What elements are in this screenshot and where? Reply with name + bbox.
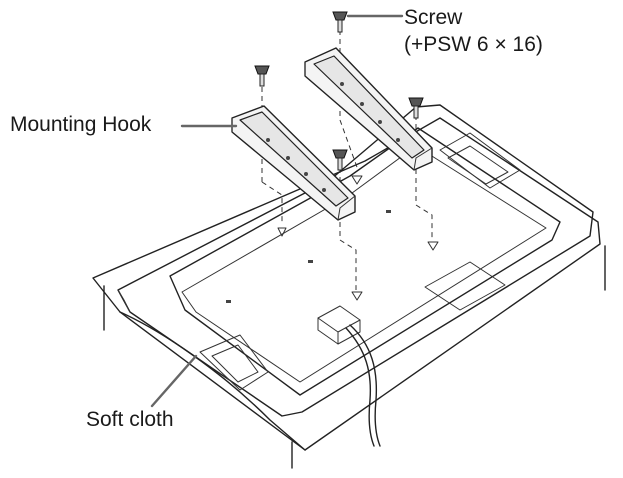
mounting-hook-icon xyxy=(304,47,433,171)
tv-back-panel xyxy=(117,104,594,417)
screw-icon xyxy=(332,149,348,171)
screw-spec-label: (+PSW 6 × 16) xyxy=(404,33,543,56)
screw-icon xyxy=(254,65,270,87)
screw-label: Screw xyxy=(404,6,463,29)
mounting-hook-label: Mounting Hook xyxy=(10,113,152,136)
mounting-hook-icon xyxy=(231,105,356,221)
soft-cloth-label: Soft cloth xyxy=(86,408,174,431)
mount-holes xyxy=(277,175,439,301)
screw-icon xyxy=(332,11,348,33)
power-cable xyxy=(349,324,381,447)
leader-soft-cloth xyxy=(150,354,198,408)
screw-icon xyxy=(408,97,424,119)
soft-cloth-outline xyxy=(92,117,601,451)
